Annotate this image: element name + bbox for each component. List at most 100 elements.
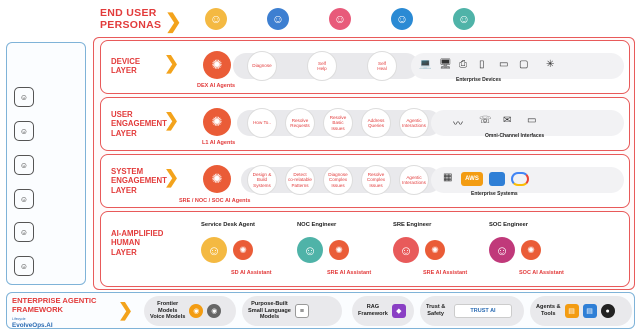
left-panel-item: ☺ [14,83,82,111]
person-avatar-icon: ☺ [391,8,413,30]
system-layer-title: SYSTEM ENGAGEMENT LAYER [111,167,167,195]
laptop-icon: 💻 [419,59,432,70]
model-logo-icon: ◉ [207,304,222,318]
phone-call-icon: ☏ [479,115,492,126]
ai-assistant-label: SD AI Assistant [231,270,272,276]
chat-icon: ▭ [527,115,537,126]
printer-icon: ⎙ [459,59,467,70]
engagement-layer-title: USER ENGAGEMENT LAYER [111,110,167,138]
device-layer: DEVICE LAYER ❯ ✺ DEX AI Agents Diagnose S… [100,40,630,94]
person-avatar-icon: ☺ [205,8,227,30]
voice-waveform-icon: 〰 [453,119,463,130]
engineer-avatar-icon: ☺ [489,237,515,263]
chevron-right-icon: ❯ [164,110,180,130]
persona-outline-icon: ☺ [14,222,34,242]
chevron-right-icon: ❯ [118,300,134,320]
engineer-avatar-icon: ☺ [393,237,419,263]
left-panel-item: ☺ [14,117,82,145]
server-rack-icon: ▦ [443,172,453,183]
agents-tools-tool: Agents &Tools ▤ ▤ ● [530,296,632,326]
ai-amplified-human-layer: AI-AMPLIFIED HUMAN LAYER Service Desk Ag… [100,211,630,287]
person-avatar-icon: ☺ [329,8,351,30]
aws-logo: AWS [461,172,483,186]
ai-agent-head-icon: ✺ [203,51,231,79]
engineer-avatar-icon: ☺ [297,237,323,263]
engineer-avatar-icon: ☺ [201,237,227,263]
engineer-title: SOC Engineer [489,222,528,228]
browser-window-icon: ▭ [499,59,509,70]
trust-safety-label: Trust &Safety [426,304,446,317]
phone-icon: ▯ [479,59,485,70]
chevron-right-icon: ❯ [164,53,180,73]
engagement-systems-label: Omni-Channel Interfaces [485,133,545,139]
device-agent-label: DEX AI Agents [197,83,236,89]
model-logo-icon: ◉ [189,304,204,318]
integration-logo-icon: ▤ [564,304,579,318]
persona-outline-icon: ☺ [14,87,34,107]
engineer-title: NOC Engineer [297,222,337,228]
device-layer-title: DEVICE LAYER [111,57,141,76]
ai-agent-head-icon: ✺ [203,165,231,193]
integration-logo-icon: ● [600,304,615,318]
brand-prefix: Lifecycle [12,317,26,321]
engineer-title: SRE Engineer [393,222,432,228]
framework-title: ENTERPRISE AGENTIC FRAMEWORK [12,296,97,315]
network-icon: ✳ [546,59,555,70]
left-panel-item: ☺ [14,252,82,280]
agents-tools-label: Agents &Tools [536,304,561,317]
persona-outline-icon: ☺ [14,256,34,276]
google-cloud-logo [511,172,529,186]
chevron-right-icon: ❯ [164,167,180,187]
engineer-title: Service Desk Agent [201,222,255,228]
ai-assistant-label: SOC AI Assistant [519,270,564,276]
device-systems-label: Enterprise Devices [456,77,502,83]
monitor-icon: ▢ [519,59,529,70]
evolveops-brand: EvolveOps.AI [12,322,53,329]
ai-assistant-label: SRE AI Assistant [327,270,372,276]
ai-assistant-head-icon: ✺ [233,240,253,260]
left-panel-item: ☺ [14,151,82,179]
persona-outline-icon: ☺ [14,155,34,175]
email-icon: ✉ [503,115,512,126]
person-avatar-icon: ☺ [267,8,289,30]
end-user-personas-title: END USER PERSONAS [100,7,162,32]
engagement-capability: How To.. [247,108,277,138]
persona-outline-icon: ☺ [14,189,34,209]
ai-agent-head-icon: ✺ [203,108,231,136]
system-engagement-layer: SYSTEM ENGAGEMENT LAYER ❯ ✺ SRE / NOC / … [100,154,630,208]
ai-assistant-head-icon: ✺ [329,240,349,260]
system-agent-label: SRE / NOC / SOC AI Agents [179,198,251,204]
device-systems-pill [411,53,624,79]
system-systems-label: Enterprise Systems [471,191,518,197]
chevron-right-icon: ❯ [165,11,182,33]
engagement-agent-label: L1 AI Agents [202,140,236,146]
ai-assistant-head-icon: ✺ [425,240,445,260]
left-panel-item: ☺ [14,185,82,213]
desktop-icon: 🖥 [439,59,452,70]
engagement-systems-pill [431,110,624,136]
left-panel-item: ☺ [14,218,82,246]
trust-safety-tool: Trust &Safety TRUST AI [420,296,524,326]
ai-assistant-label: SRE AI Assistant [423,270,468,276]
integration-logo-icon: ▤ [582,304,597,318]
device-capability: Diagnose [247,51,277,81]
azure-logo [489,172,505,186]
person-avatar-icon: ☺ [453,8,475,30]
rag-logo-icon: ◆ [391,304,406,318]
trust-ai-badge: TRUST AI [454,304,512,318]
left-panel [6,42,86,285]
